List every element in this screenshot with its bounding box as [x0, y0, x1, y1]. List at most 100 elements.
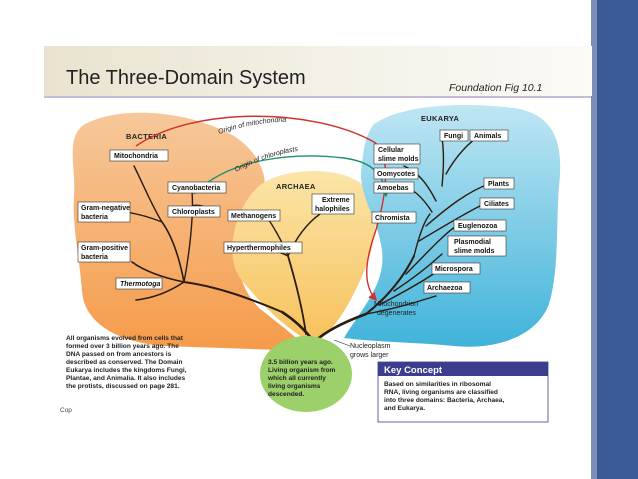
slide-title: The Three-Domain System: [66, 67, 306, 89]
copyright-fragment: Cop: [60, 407, 72, 414]
figure-canvas: The Three-Domain System Foundation Fig 1…: [44, 46, 592, 423]
domain-label-bacteria: BACTERIA: [126, 132, 167, 141]
label-box-oomycotes: [373, 167, 419, 180]
three-domain-figure: The Three-Domain System Foundation Fig 1…: [44, 46, 592, 428]
label-box-fungi: [439, 129, 469, 142]
label-extreme-line2: halophiles: [315, 206, 350, 213]
branch-slime-molds: [441, 137, 445, 187]
branch-proteobacteria: [161, 221, 185, 283]
label-box-ciliates: [479, 197, 515, 210]
domain-label-archaea: ARCHAEA: [276, 182, 316, 191]
label-box-euglenozoa: [453, 219, 507, 232]
label-gram-negative-line1: Gram-negative: [81, 205, 130, 212]
branch-archaezoa: [365, 295, 437, 315]
label-chromista: Chromista: [375, 215, 410, 222]
label-cyanobacteria: Cyanobacteria: [172, 185, 220, 192]
title-band: [44, 46, 592, 96]
branch-plasmodial: [393, 253, 443, 292]
label-animals: Animals: [474, 133, 501, 140]
mitochondria-origin-label: Origin of mitochondria: [217, 117, 286, 136]
label-box-thermotoga: [115, 277, 163, 290]
note-line-6: Plantae, and Animalia. It also includes: [66, 375, 186, 382]
label-box-cyanobacteria: [167, 181, 227, 194]
label-box-cellular-slime-molds: [373, 143, 421, 165]
key-concept-line-3: into three domains: Bacteria, Archaea,: [384, 397, 504, 404]
label-box-gram-positive: [77, 241, 131, 263]
label-box-archaezoa: [423, 281, 471, 294]
branch-ciliates: [418, 203, 485, 242]
branch-gram-positive: [131, 261, 185, 283]
note-line-3: DNA passed on from ancestors is: [66, 351, 172, 358]
branch-archaea-main: [287, 255, 307, 335]
label-plasmodial-line2: slime molds: [454, 248, 495, 255]
label-box-extreme-halophiles: [311, 193, 355, 215]
label-plasmodial-line1: Plasmodial: [454, 239, 491, 246]
root-line-1: 3.5 billion years ago.: [268, 359, 333, 366]
note-line-5: Eukarya includes the kingdoms Fungi,: [66, 367, 187, 374]
slide-accent-bar: [597, 0, 638, 479]
label-methanogens: Methanogens: [231, 213, 276, 220]
key-concept-title: Key Concept: [384, 365, 443, 376]
nucleoplasm-line2: grows larger: [350, 352, 389, 359]
branch-thermotoga: [135, 281, 185, 301]
label-box-methanogens: [227, 209, 281, 222]
branch-cyanobacteria: [183, 190, 194, 283]
key-concept-line-1: Based on similarities in ribosomal: [384, 381, 491, 388]
branch-eukarya-main: [365, 255, 415, 315]
label-extreme-line1: Extreme: [322, 197, 350, 204]
label-box-mitochondria: [109, 149, 169, 162]
key-concept-line-4: and Eukarya.: [384, 405, 425, 412]
label-euglenozoa: Euglenozoa: [458, 223, 497, 230]
label-box-amoebas: [373, 181, 415, 194]
branch-chromista: [413, 213, 431, 257]
label-amoebas: Amoebas: [377, 185, 409, 192]
label-mito-degenerates-line1: Mitochondrion: [374, 301, 418, 308]
root-line-3: which all currently: [267, 375, 326, 382]
note-line-1: All organisms evolved from cells that: [66, 335, 184, 342]
domain-label-eukarya: EUKARYA: [421, 114, 460, 123]
note-line-7: the protists, discussed on page 281.: [66, 383, 180, 390]
label-mitochondria: Mitochondria: [114, 153, 158, 160]
label-mito-degenerates-line2: degenerates: [377, 310, 416, 317]
label-cellular-line1: Cellular: [378, 147, 404, 154]
label-box-plants: [483, 177, 515, 190]
label-oomycotes: Oomycotes: [377, 171, 415, 178]
eukarya-domain-blob: [344, 105, 561, 347]
label-box-gram-negative: [77, 201, 131, 223]
label-cellular-line2: slime molds: [378, 156, 419, 163]
branch-mitochondria: [133, 165, 163, 223]
label-fungi: Fungi: [444, 133, 463, 140]
note-line-2: formed over 3 billion years ago. The: [66, 343, 179, 350]
root-line-5: descended.: [268, 391, 304, 398]
label-plants: Plants: [488, 181, 509, 188]
figure-reference: Foundation Fig 10.1: [449, 82, 542, 94]
label-gram-negative-line2: bacteria: [81, 214, 108, 221]
nucleoplasm-pointer: [333, 339, 351, 347]
branch-plants: [425, 183, 490, 227]
label-gram-positive-line2: bacteria: [81, 254, 108, 261]
label-box-animals: [469, 129, 509, 142]
note-line-4: described as conserved. The Domain: [66, 359, 183, 366]
label-gram-positive-line1: Gram-positive: [81, 245, 128, 252]
root-line-4: living organisms: [268, 383, 321, 390]
label-archaezoa: Archaezoa: [427, 285, 463, 292]
label-ciliates: Ciliates: [484, 201, 509, 208]
root-line-2: Living organism from: [268, 367, 336, 374]
branch-oomycotes: [403, 165, 437, 202]
label-box-chromista: [371, 211, 417, 224]
slide-accent-edge: [591, 0, 597, 479]
label-box-chloroplasts: [167, 205, 221, 218]
label-hyperthermophiles: Hyperthermophiles: [227, 245, 291, 252]
label-microspora: Microspora: [435, 266, 473, 273]
label-box-microspora: [431, 262, 481, 275]
label-thermotoga: Thermotoga: [120, 281, 161, 288]
branch-euglenozoa: [405, 225, 457, 275]
key-concept-header: [378, 362, 548, 376]
label-box-plasmodial-slime-molds: [447, 235, 507, 257]
label-chloroplasts: Chloroplasts: [172, 209, 215, 216]
branch-bacteria-main: [183, 281, 283, 313]
key-concept-line-2: RNA, living organisms are classified: [384, 389, 498, 396]
label-box-hyperthermophiles: [223, 241, 303, 254]
root-ancestor-circle: [260, 336, 352, 412]
nucleoplasm-line1: Nucleoplasm: [350, 343, 391, 350]
